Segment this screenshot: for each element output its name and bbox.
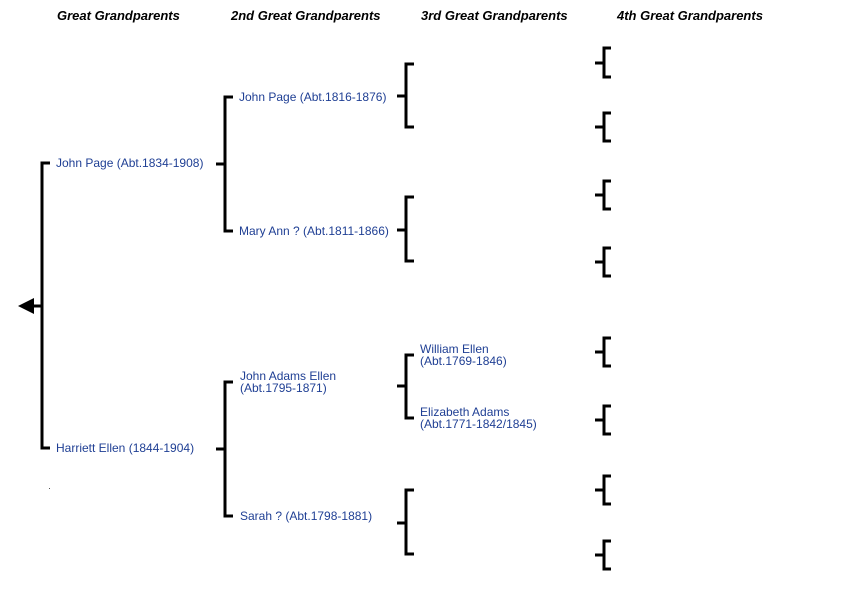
gen4-bracket-4 xyxy=(602,246,611,278)
header-2nd-great-grandparents: 2nd Great Grandparents xyxy=(231,8,381,23)
person-name-line: William Ellen xyxy=(420,342,489,356)
header-great-grandparents: Great Grandparents xyxy=(57,8,180,23)
person-dates-line: (Abt.1769-1846) xyxy=(420,354,507,368)
gen2-upper-bracket xyxy=(223,95,233,233)
person-dates-line: (Abt.1795-1871) xyxy=(240,381,327,395)
gen4-bracket-7 xyxy=(602,474,611,506)
gen4-bracket-3 xyxy=(602,179,611,211)
gen4-bracket-1 xyxy=(602,46,611,79)
back-arrow-icon xyxy=(18,298,34,314)
gen3-bracket-1 xyxy=(404,62,414,129)
person-john-page-1816[interactable]: John Page (Abt.1816-1876) xyxy=(239,90,387,104)
gen4-bracket-5 xyxy=(602,336,611,368)
gen4-bracket-6 xyxy=(602,404,611,436)
gen3-bracket-4 xyxy=(404,488,414,556)
gen3-bracket-2 xyxy=(404,195,414,263)
person-mary-ann[interactable]: Mary Ann ? (Abt.1811-1866) xyxy=(239,224,389,238)
person-sarah[interactable]: Sarah ? (Abt.1798-1881) xyxy=(240,509,373,523)
person-harriett-ellen[interactable]: Harriett Ellen (1844-1904) xyxy=(56,441,195,455)
header-4th-great-grandparents: 4th Great Grandparents xyxy=(617,8,763,23)
person-elizabeth-adams[interactable]: Elizabeth Adams (Abt.1771-1842/1845) xyxy=(420,406,537,430)
gen1-bracket xyxy=(40,161,50,450)
gen4-bracket-8 xyxy=(602,539,611,571)
gen2-lower-bracket xyxy=(223,380,233,518)
gen3-bracket-3 xyxy=(404,353,414,420)
header-3rd-great-grandparents: 3rd Great Grandparents xyxy=(421,8,568,23)
person-name-line: John Adams Ellen xyxy=(240,369,337,383)
person-dates-line: (Abt.1771-1842/1845) xyxy=(420,417,537,431)
person-john-adams-ellen[interactable]: John Adams Ellen (Abt.1795-1871) xyxy=(240,370,336,394)
person-name-line: Elizabeth Adams xyxy=(420,405,510,419)
person-john-page-1834[interactable]: John Page (Abt.1834-1908) xyxy=(56,156,204,170)
gen4-bracket-2 xyxy=(602,111,611,143)
person-william-ellen[interactable]: William Ellen (Abt.1769-1846) xyxy=(420,343,507,367)
